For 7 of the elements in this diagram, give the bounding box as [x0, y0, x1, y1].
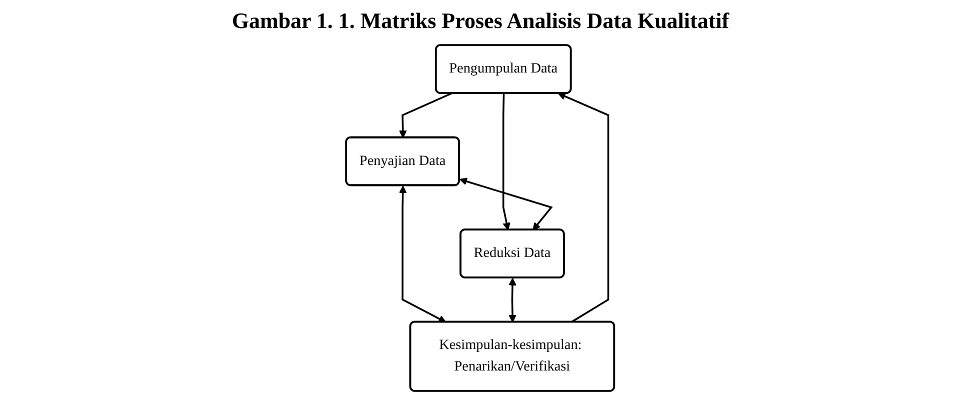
figure-title: Gambar 1. 1. Matriks Proses Analisis Data Kualitatif — [230, 8, 730, 34]
arrow — [558, 92, 610, 323]
arrow — [460, 178, 554, 230]
arrow — [399, 186, 447, 323]
arrow — [508, 278, 517, 323]
arrow — [502, 93, 511, 230]
arrow — [399, 92, 452, 138]
